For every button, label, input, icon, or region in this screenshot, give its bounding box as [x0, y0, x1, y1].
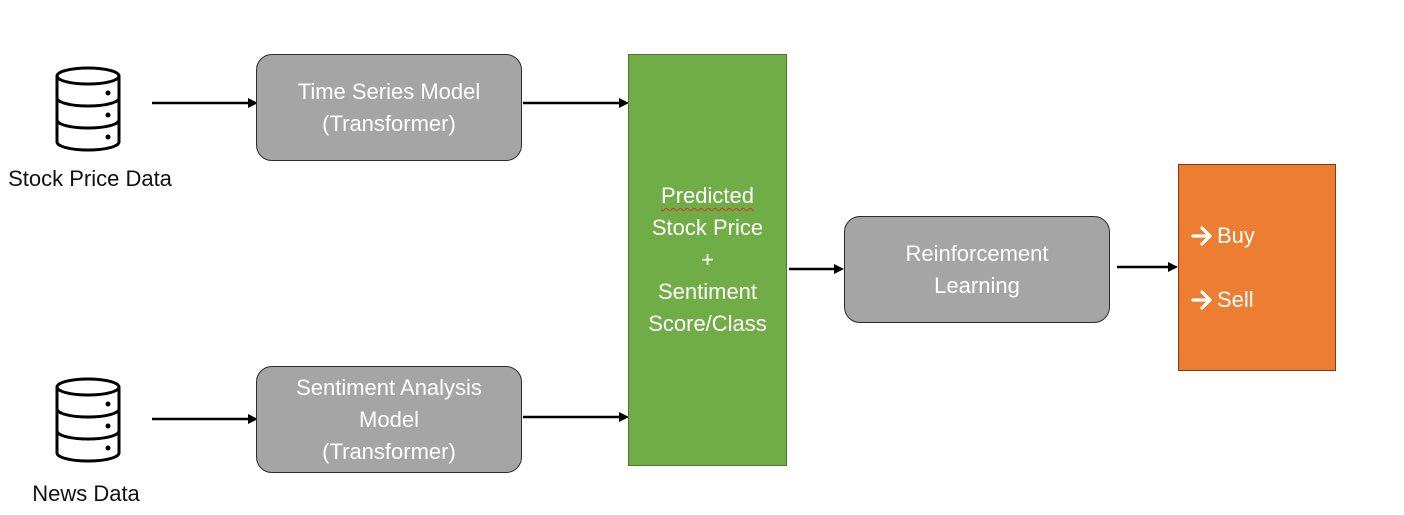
combined-line-score-class: Score/Class: [648, 311, 767, 336]
predicted-price-sentiment-box: Predicted Stock Price + Sentiment Score/…: [628, 54, 787, 466]
reinforcement-learning-box: Reinforcement Learning: [844, 216, 1110, 323]
stock-price-data-label: Stock Price Data: [8, 166, 172, 191]
database-icon: [55, 66, 121, 152]
combined-line-sentiment: Sentiment: [657, 279, 758, 304]
combined-line-predicted: Predicted: [661, 183, 754, 208]
database-icon: [55, 377, 121, 463]
news-data-label: News Data: [32, 481, 140, 506]
time-series-model-box: Time Series Model (Transformer): [256, 54, 522, 161]
sentiment-model-line3: (Transformer): [322, 438, 456, 464]
arrow-stock-to-timeseries: [152, 98, 258, 108]
combined-line-plus: +: [701, 247, 714, 272]
action-buy-label: Buy: [1217, 223, 1255, 248]
time-series-model-subtitle: (Transformer): [322, 110, 456, 136]
actions-box: Buy Sell: [1178, 164, 1336, 371]
sentiment-model-line2: Model: [359, 406, 419, 432]
action-sell: Sell: [1191, 287, 1254, 313]
arrow-combined-to-rl: [789, 264, 844, 274]
arrow-right-icon: [1191, 290, 1212, 310]
arrow-right-icon: [1191, 226, 1212, 246]
rl-line2: Learning: [934, 272, 1020, 298]
action-buy: Buy: [1191, 223, 1255, 249]
time-series-model-title: Time Series Model: [297, 78, 481, 104]
rl-line1: Reinforcement: [905, 240, 1049, 266]
sentiment-model-line1: Sentiment Analysis: [296, 374, 482, 400]
combined-line-stock-price: Stock Price: [651, 215, 764, 240]
arrow-sentiment-to-combined: [523, 412, 629, 422]
arrow-news-to-sentiment: [152, 414, 258, 424]
arrow-rl-to-actions: [1117, 262, 1178, 272]
arrow-timeseries-to-combined: [523, 98, 629, 108]
sentiment-analysis-model-box: Sentiment Analysis Model (Transformer): [256, 366, 522, 473]
action-sell-label: Sell: [1217, 287, 1254, 312]
